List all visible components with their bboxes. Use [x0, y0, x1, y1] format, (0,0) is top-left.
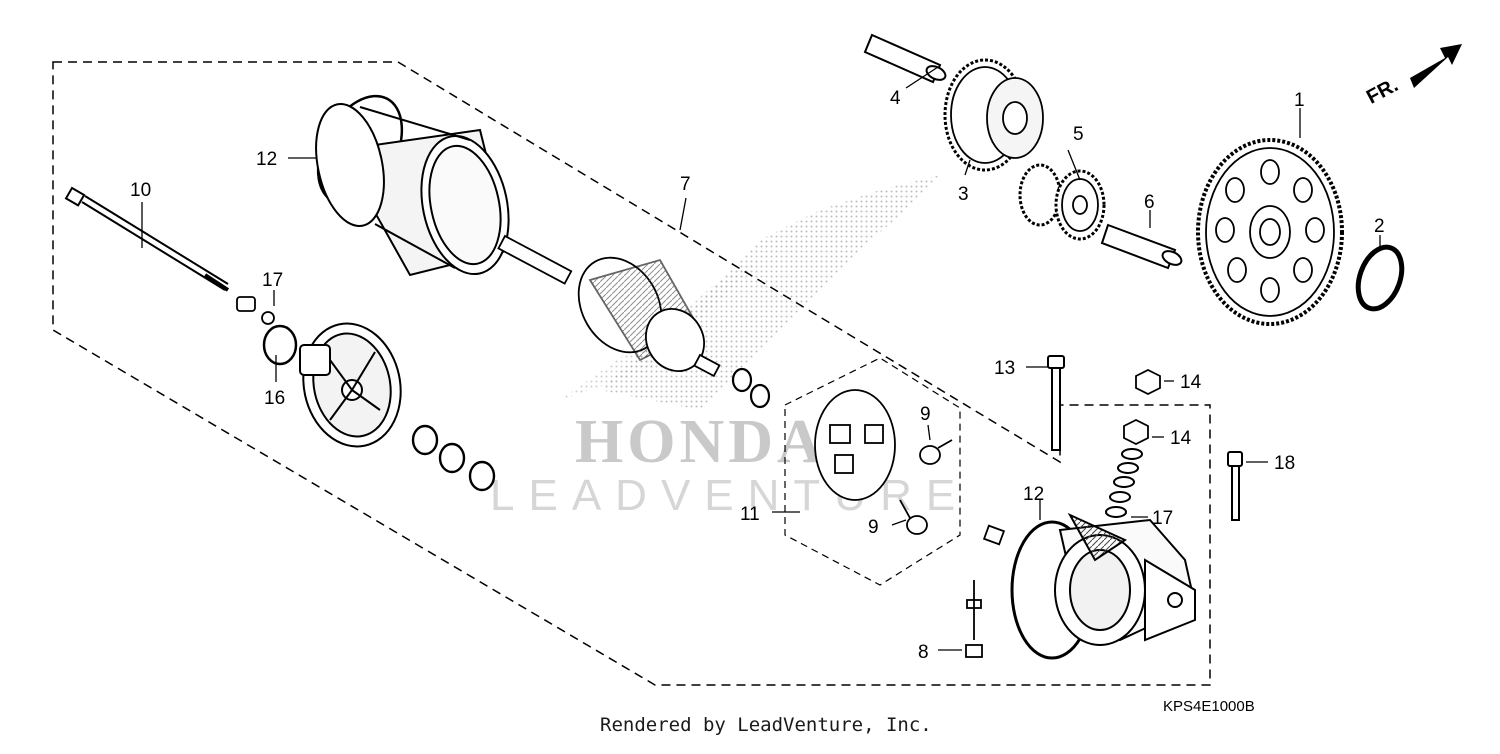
- callout-16: 16: [264, 388, 285, 409]
- callout-13: 13: [994, 358, 1015, 379]
- callout-14-lower: 14: [1170, 428, 1192, 449]
- rear-cover: [1010, 512, 1197, 660]
- watermark: HONDA LEADVENTURE: [490, 175, 969, 520]
- nut-and-washer-left: [236, 296, 275, 325]
- starter-driven-gear-1: [1196, 138, 1344, 326]
- armature-washers: [731, 367, 771, 409]
- washer-stack-17: [1105, 448, 1143, 518]
- callout-5: 5: [1073, 124, 1084, 145]
- callout-10: 10: [130, 180, 151, 201]
- callout-numbers: 1 2 3 4 5 6 7 8 9 9 10 11 12 12 13 14 14…: [130, 88, 1385, 663]
- front-cover: [299, 322, 402, 448]
- diagram-code: KPS4E1000B: [1163, 698, 1255, 715]
- callout-4: 4: [890, 88, 901, 109]
- pin-6: [1100, 223, 1183, 270]
- bolt-13: [1047, 355, 1065, 451]
- callout-14-upper: 14: [1180, 372, 1202, 393]
- bolt-18: [1227, 451, 1243, 521]
- callout-1: 1: [1294, 90, 1305, 111]
- callout-12-upper: 12: [256, 149, 277, 170]
- front-direction-label: FR.: [1363, 74, 1402, 109]
- callout-8: 8: [918, 642, 929, 663]
- assembly-boundary: [52, 61, 1211, 686]
- thrust-washer-2: [1355, 244, 1405, 312]
- callout-12-lower: 12: [1023, 484, 1044, 505]
- brush-holder: [814, 389, 896, 501]
- callout-7: 7: [680, 174, 691, 195]
- callout-9-lower: 9: [868, 517, 879, 538]
- callout-18: 18: [1274, 453, 1295, 474]
- footer-credit: Rendered by LeadVenture, Inc.: [600, 714, 932, 736]
- watermark-brand-text: HONDA: [575, 408, 826, 476]
- idle-gear-5: [1018, 163, 1106, 241]
- motor-case: [315, 102, 512, 277]
- front-washers: [411, 424, 496, 492]
- long-bolt: [64, 186, 230, 292]
- nuts-14: [1123, 368, 1161, 446]
- callout-6: 6: [1144, 192, 1155, 213]
- armature: [497, 234, 721, 378]
- watermark-vendor-text: LEADVENTURE: [490, 471, 969, 520]
- o-ring-16: [262, 324, 298, 366]
- terminal-bolt-8: [965, 580, 983, 658]
- callout-11: 11: [740, 504, 760, 525]
- brush-springs: [899, 439, 953, 535]
- callout-17-right: 17: [1152, 508, 1173, 529]
- callout-9-upper: 9: [920, 404, 931, 425]
- callout-2: 2: [1374, 216, 1385, 237]
- callout-17-left: 17: [262, 270, 283, 291]
- leader-lines: [141, 66, 1381, 651]
- reduction-gear-3: [943, 58, 1044, 172]
- pin-4: [863, 33, 947, 84]
- callout-3: 3: [958, 184, 969, 205]
- brush-holder-boundary: [784, 357, 961, 586]
- front-direction-arrow: FR.: [1363, 44, 1462, 109]
- small-nut: [982, 524, 1006, 546]
